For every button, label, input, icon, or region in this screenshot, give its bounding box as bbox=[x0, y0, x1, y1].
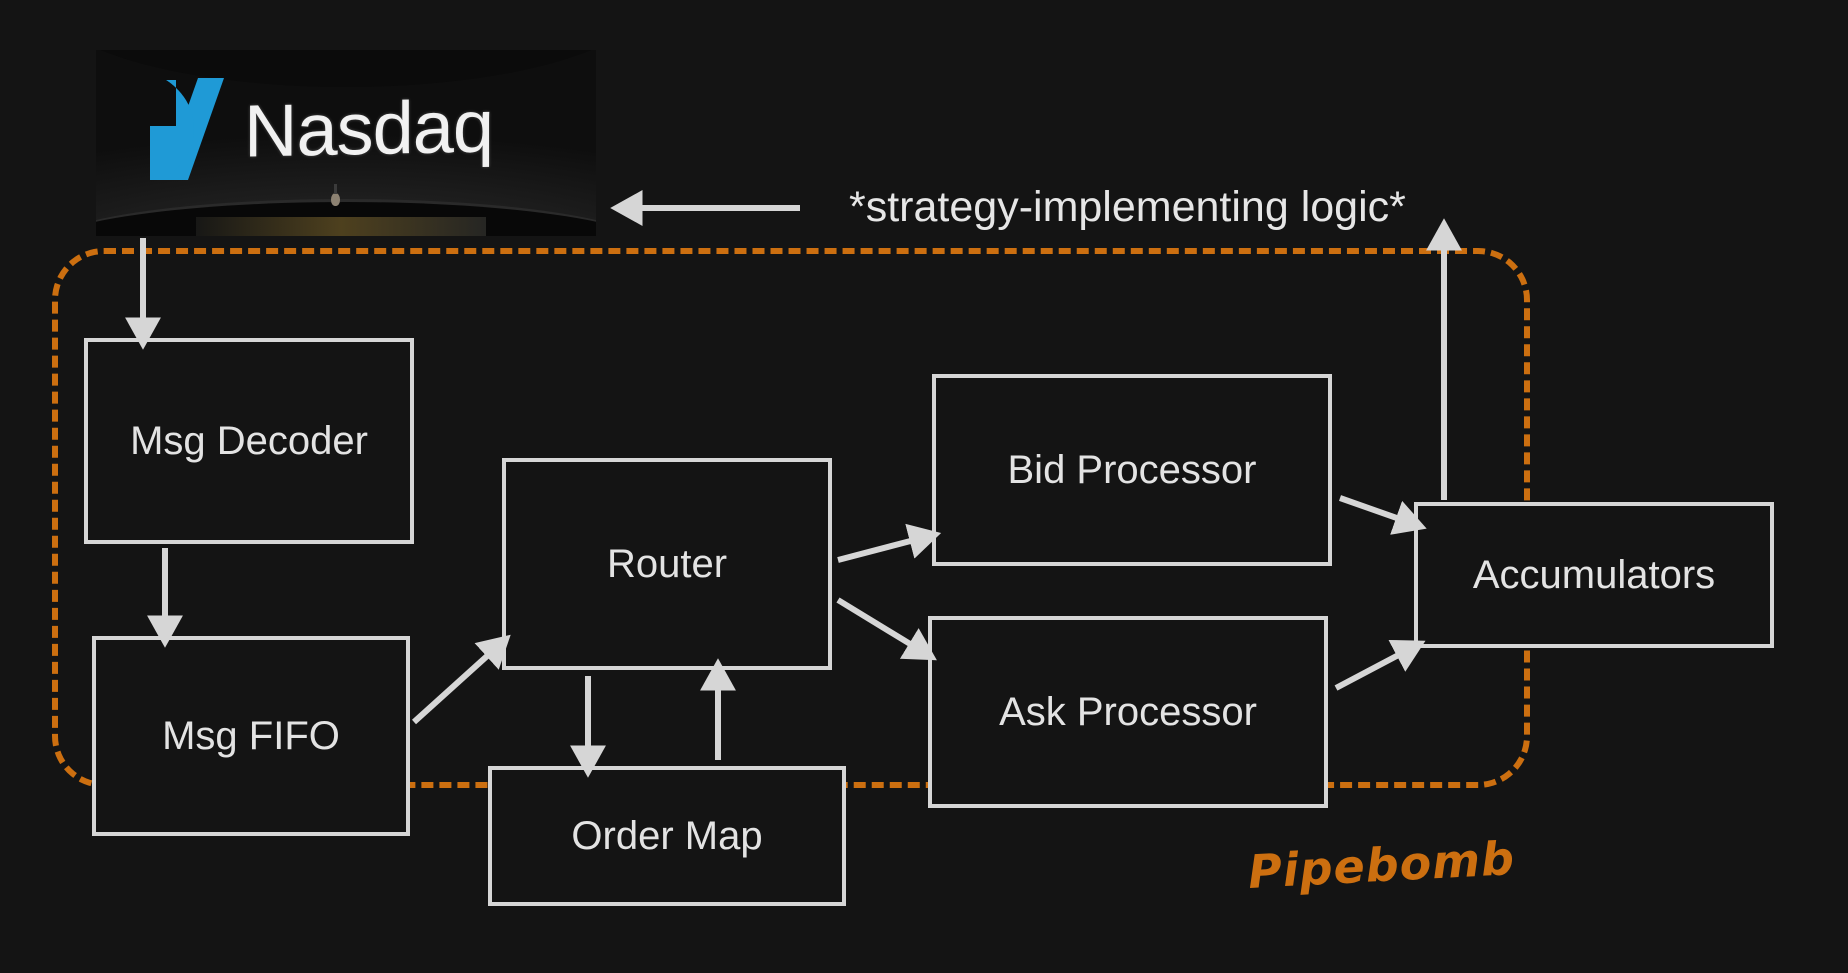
node-ask-processor-label: Ask Processor bbox=[999, 689, 1257, 734]
strategy-logic-label: *strategy-implementing logic* bbox=[849, 183, 1406, 231]
node-msg-decoder-label: Msg Decoder bbox=[130, 418, 368, 463]
node-router[interactable]: Router bbox=[502, 458, 832, 670]
node-accumulators-label: Accumulators bbox=[1472, 552, 1716, 597]
node-msg-fifo[interactable]: Msg FIFO bbox=[92, 636, 410, 836]
node-order-map[interactable]: Order Map bbox=[488, 766, 846, 906]
node-accumulators[interactable]: Accumulators bbox=[1414, 502, 1774, 648]
node-msg-decoder[interactable]: Msg Decoder bbox=[84, 338, 414, 544]
node-msg-fifo-label: Msg FIFO bbox=[162, 713, 340, 758]
photo-floor-light bbox=[196, 217, 486, 236]
node-order-map-label: Order Map bbox=[571, 813, 763, 858]
node-router-label: Router bbox=[606, 541, 728, 586]
node-bid-processor[interactable]: Bid Processor bbox=[932, 374, 1332, 566]
pipebomb-label: Pipebomb bbox=[1246, 831, 1517, 899]
nasdaq-n-logo bbox=[136, 74, 236, 184]
node-bid-processor-label: Bid Processor bbox=[1007, 447, 1257, 492]
node-ask-processor[interactable]: Ask Processor bbox=[928, 616, 1328, 808]
nasdaq-billboard-photo: Nasdaq bbox=[96, 50, 596, 236]
nasdaq-wordmark: Nasdaq bbox=[244, 84, 494, 173]
photo-lamp bbox=[331, 184, 340, 207]
